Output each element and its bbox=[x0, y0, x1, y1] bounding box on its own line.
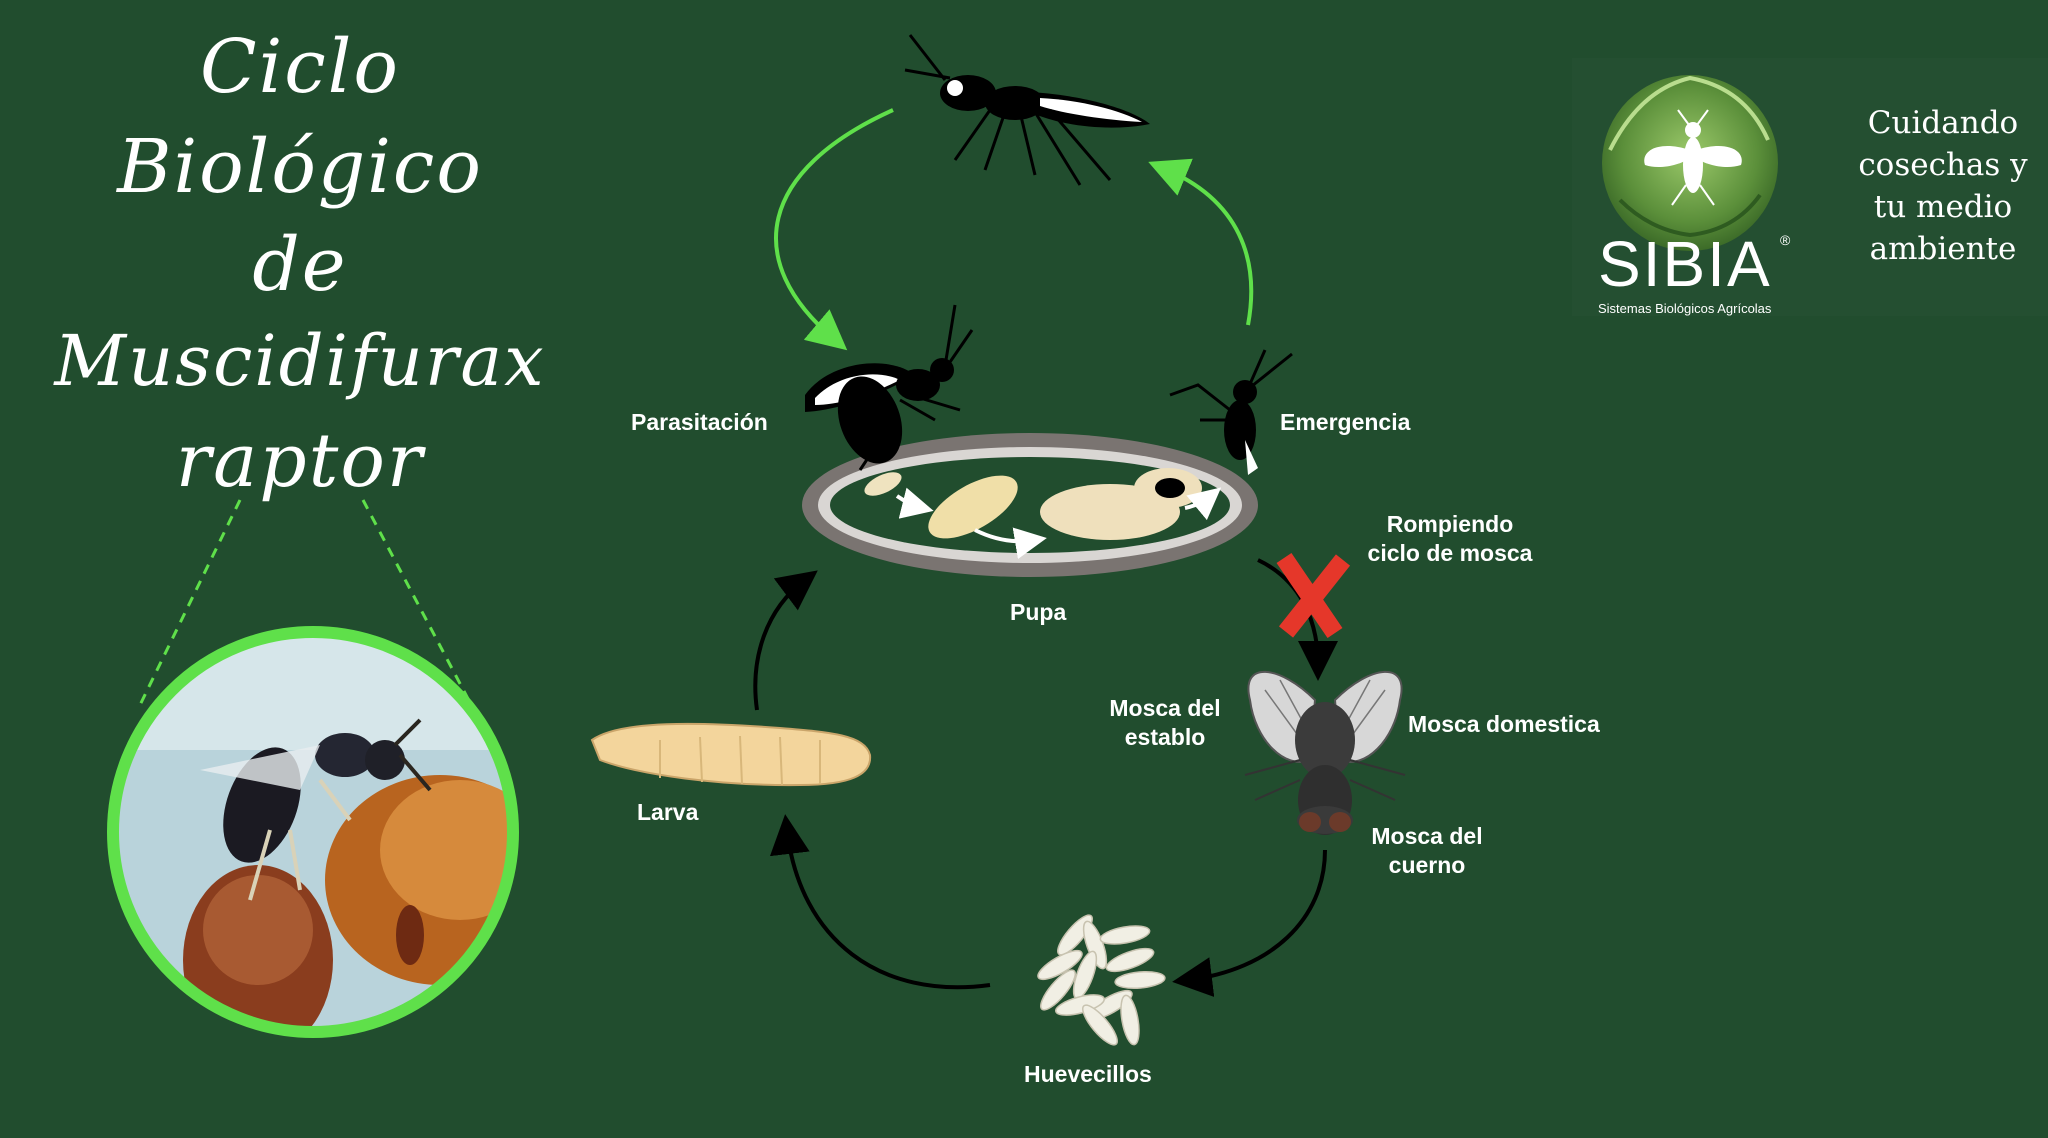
parasitizing-wasp-icon bbox=[805, 304, 974, 471]
zoom-line-right bbox=[361, 499, 477, 713]
title-line-4: Muscidifurax bbox=[54, 320, 546, 402]
title-line-1: Ciclo bbox=[200, 24, 400, 110]
label-mosca-cuerno: Mosca del cuerno bbox=[1352, 822, 1502, 880]
tagline-line-4: ambiente bbox=[1869, 231, 2017, 267]
label-rompiendo-line2: ciclo de mosca bbox=[1367, 539, 1533, 566]
logo-wasp-icon bbox=[1644, 109, 1742, 206]
label-huevecillos: Huevecillos bbox=[1024, 1061, 1152, 1087]
label-parasitacion: Parasitación bbox=[631, 409, 768, 435]
sibia-logo bbox=[1572, 58, 2048, 316]
label-larva: Larva bbox=[637, 799, 699, 825]
label-mosca-establo-line2: establo bbox=[1124, 723, 1206, 750]
logo-name: SIBIA bbox=[1598, 228, 1772, 300]
label-mosca-cuerno-line1: Mosca del bbox=[1371, 823, 1483, 849]
title-line-3: de bbox=[252, 222, 348, 308]
label-mosca-establo: Mosca del establo bbox=[1090, 694, 1240, 752]
emerging-wasp-icon bbox=[1169, 349, 1293, 475]
tagline-line-2: cosechas y bbox=[1858, 147, 2028, 183]
wasp-photo bbox=[107, 626, 519, 1038]
adult-wasp-icon bbox=[904, 34, 1150, 186]
arrow-fly-to-eggs bbox=[1172, 849, 1327, 997]
arrow-eggs-to-larva bbox=[769, 814, 991, 990]
title-line-2: Biológico bbox=[117, 124, 483, 210]
logo-registered: ® bbox=[1780, 232, 1791, 248]
logo-subtitle: Sistemas Biológicos Agrícolas bbox=[1598, 301, 1772, 316]
title-line-5: raptor bbox=[175, 418, 425, 504]
wasp-development-stages bbox=[864, 468, 1222, 560]
label-pupa: Pupa bbox=[1010, 599, 1067, 625]
tagline-line-1: Cuidando bbox=[1867, 105, 2019, 141]
zoom-line-left bbox=[138, 499, 242, 706]
label-rompiendo-line1: Rompiendo bbox=[1386, 511, 1514, 537]
larva-icon bbox=[590, 722, 872, 787]
arrow-emergence-to-adult bbox=[1148, 158, 1254, 326]
label-rompiendo: Rompiendo ciclo de mosca bbox=[1345, 510, 1555, 568]
label-mosca-establo-line1: Mosca del bbox=[1109, 695, 1221, 721]
tagline-line-3: tu medio bbox=[1873, 189, 2013, 225]
red-cross-icon bbox=[1276, 552, 1351, 639]
arrow-adult-to-parasitation bbox=[774, 108, 894, 351]
label-mosca-domestica: Mosca domestica bbox=[1408, 711, 1600, 737]
label-mosca-cuerno-line2: cuerno bbox=[1388, 851, 1466, 878]
label-emergencia: Emergencia bbox=[1280, 409, 1411, 435]
arrow-larva-to-pupa bbox=[753, 570, 818, 711]
eggs-icon bbox=[1037, 914, 1166, 1046]
tagline: Cuidando cosechas y tu medio ambiente bbox=[1838, 102, 2048, 270]
house-fly-icon bbox=[1244, 670, 1406, 835]
